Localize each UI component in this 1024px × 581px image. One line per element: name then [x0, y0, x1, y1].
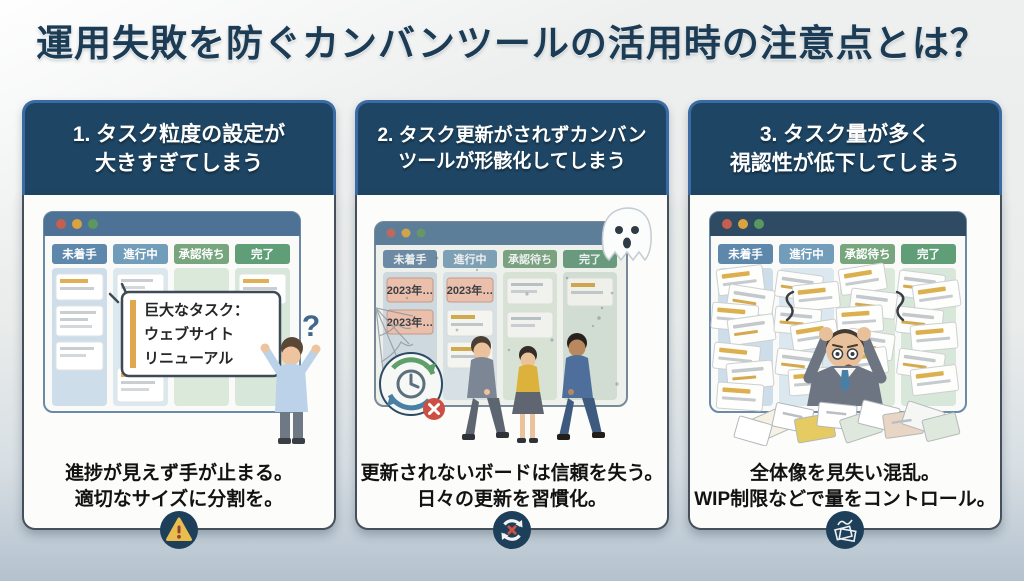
- stale-card-date: 2023年…: [447, 283, 493, 297]
- panel-stale-updates: 2. タスク更新がされずカンバン ツールが形骸化してしまう: [355, 100, 669, 550]
- column-label-doing: 進行中: [789, 247, 824, 261]
- panels-row: 1. タスク粒度の設定が 大きすぎてしまう: [0, 100, 1024, 550]
- scattered-papers: [733, 400, 961, 447]
- caption-line: 全体像を見失い混乱。: [749, 463, 940, 485]
- panel-3-illustration: 未着手 進行中 承認待ち 完了: [709, 211, 967, 447]
- column-label-review: 承認待ち: [508, 252, 552, 266]
- traffic-light-red: [56, 219, 66, 230]
- panel-2-caption: 更新されないボードは信頼を失う。 日々の更新を習慣化。: [361, 461, 664, 512]
- stale-card-date: 2023年…: [387, 283, 433, 297]
- callout-line1: 巨大なタスク：: [144, 301, 249, 319]
- walking-man-gray: [462, 336, 509, 441]
- panel-1-caption: 進捗が見えず手が止まる。 適切なサイズに分割を。: [65, 461, 293, 512]
- column-label-doing: 進行中: [123, 247, 158, 261]
- caption-line: 適切なサイズに分割を。: [74, 488, 284, 510]
- panel-3-header-line2: 視認性が低下してしまう: [729, 152, 961, 176]
- confused-person: [260, 337, 321, 445]
- caption-line: 日々の更新を習慣化。: [416, 488, 607, 510]
- caption-line: 更新されないボードは信頼を失う。: [360, 463, 664, 485]
- caption-line: WIP制限などで量をコントロール。: [694, 488, 996, 510]
- panel-3-body: 未着手 進行中 承認待ち 完了: [688, 195, 1002, 531]
- column-label-review: 承認待ち: [844, 247, 891, 261]
- walking-people: [462, 333, 605, 444]
- panel-2-header: 2. タスク更新がされずカンバン ツールが形骸化してしまう: [355, 100, 669, 196]
- stressed-person: [785, 291, 905, 407]
- warning-icon: [160, 511, 198, 550]
- stale-task-cards: 2023年… 2023年… 2023年…: [386, 277, 614, 369]
- column-label-done: 完了: [251, 247, 274, 261]
- callout-line2: ウェブサイト: [144, 325, 234, 343]
- column-label-done: 完了: [579, 252, 601, 266]
- panel-task-granularity: 1. タスク粒度の設定が 大きすぎてしまう: [22, 100, 336, 550]
- column-label-todo: 未着手: [61, 247, 97, 261]
- panel-3-header-line1: 3. タスク量が多く: [759, 123, 931, 146]
- panel-2-header-line1: 2. タスク更新がされずカンバン: [377, 124, 647, 146]
- panel-2-illustration: 未着手 進行中 承認待ち 完了 2023年… 2023年… 2023年…: [374, 207, 652, 444]
- walking-woman-yellow: [512, 346, 544, 444]
- panel-1-header-line2: 大きすぎてしまう: [95, 152, 263, 176]
- dust-specks: [405, 256, 619, 386]
- infographic-page: { "title": "運用失敗を防ぐカンバンツールの活用時の注意点とは？", …: [0, 22, 1024, 581]
- traffic-light-yellow: [72, 219, 82, 230]
- panel-3-header: 3. タスク量が多く 視認性が低下してしまう: [688, 100, 1002, 196]
- caption-line: 進捗が見えず手が止まる。: [64, 463, 293, 485]
- column-label-review: 承認待ち: [178, 247, 225, 261]
- traffic-light-green: [88, 219, 98, 230]
- panel-3-caption: 全体像を見失い混乱。 WIP制限などで量をコントロール。: [694, 461, 996, 512]
- panel-task-overload: 3. タスク量が多く 視認性が低下してしまう: [688, 100, 1002, 550]
- callout-line3: リニューアル: [144, 350, 233, 367]
- walking-man-blue: [557, 333, 605, 441]
- task-cards: [55, 273, 287, 403]
- panel-2-header-line2: ツールが形骸化してしまう: [398, 151, 626, 173]
- panel-1-illustration: 未着手 進行中 承認待ち 完了: [43, 211, 321, 445]
- stale-clock-icon: [379, 352, 445, 421]
- panel-1-header-line1: 1. タスク粒度の設定が: [72, 123, 286, 146]
- question-mark: ?: [302, 310, 320, 343]
- column-label-todo: 未着手: [393, 252, 427, 266]
- panel-2-body: 未着手 進行中 承認待ち 完了 2023年… 2023年… 2023年…: [355, 195, 669, 531]
- ghost-icon: [601, 207, 652, 262]
- column-label-todo: 未着手: [727, 247, 763, 261]
- panel-1-header: 1. タスク粒度の設定が 大きすぎてしまう: [22, 100, 336, 196]
- column-label-doing: 進行中: [454, 252, 487, 266]
- page-title: 運用失敗を防ぐカンバンツールの活用時の注意点とは？: [36, 23, 988, 64]
- paper-overload-icon: [826, 511, 864, 550]
- stale-update-icon: [493, 511, 531, 550]
- panel-1-body: 未着手 進行中 承認待ち 完了: [22, 195, 336, 531]
- column-label-done: 完了: [917, 247, 940, 261]
- giant-task-callout: 巨大なタスク： ウェブサイト リニューアル: [120, 291, 282, 378]
